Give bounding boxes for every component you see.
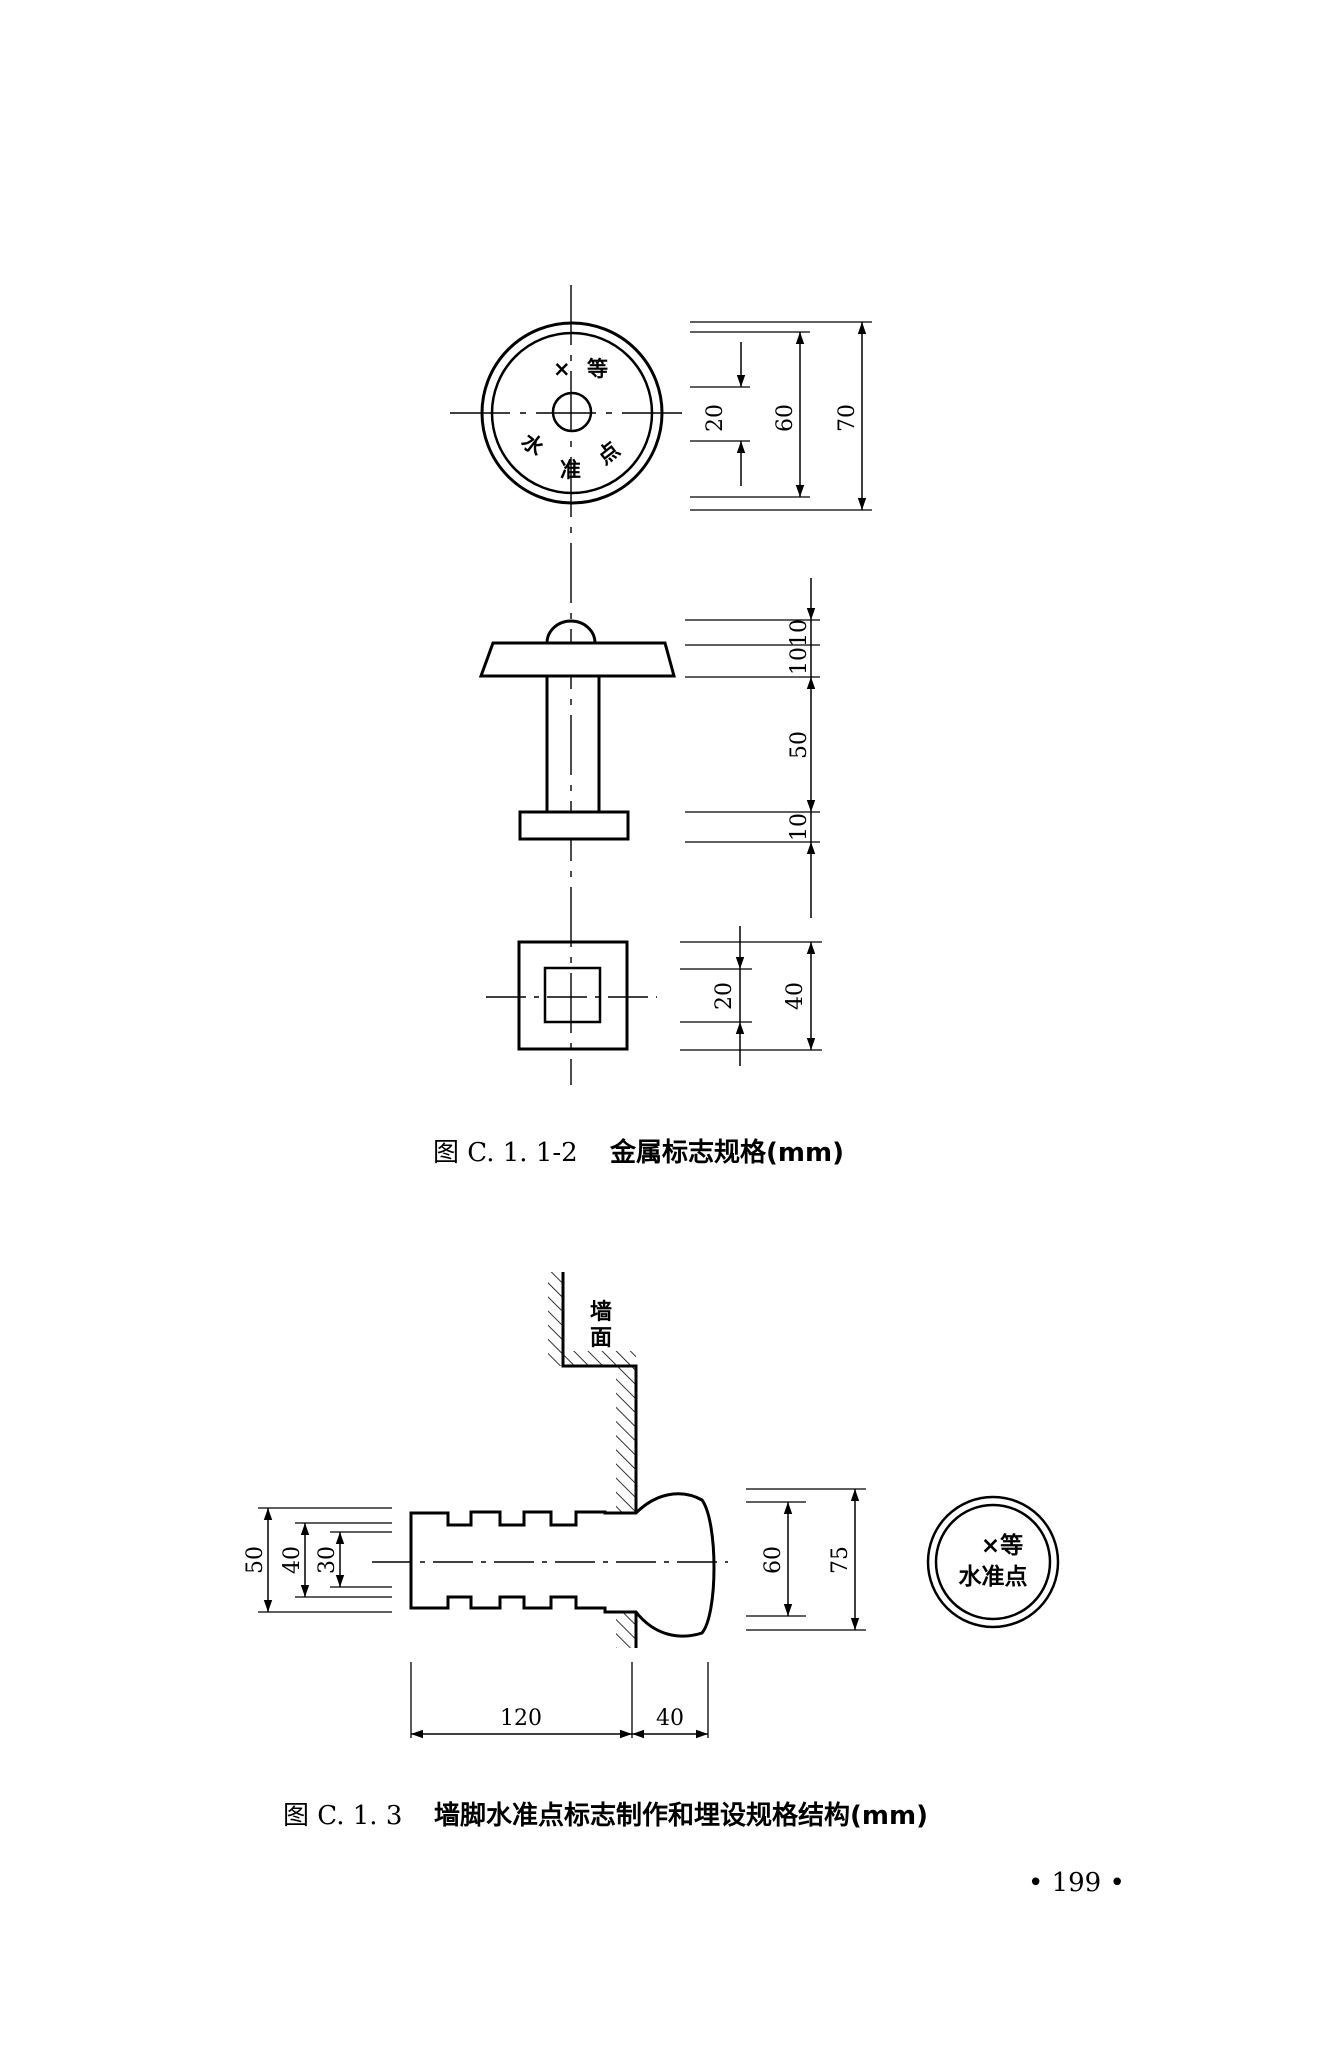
dim-label-20: 20	[703, 404, 728, 432]
extension-lines-right	[746, 1488, 866, 1631]
extension-lines-side	[685, 619, 820, 843]
inner-ring	[490, 331, 654, 495]
badge-line-1: ×等	[981, 1532, 1023, 1559]
bottom-view: 20 40	[486, 926, 822, 1066]
figure1-caption-number: 图 C. 1. 1-2	[433, 1138, 578, 1168]
dim-label-40-head: 40	[656, 1706, 684, 1731]
dim-label-base: 10	[787, 813, 812, 841]
top-view: × 等 水 准 点 20 60 70	[450, 321, 872, 511]
figure-wall-benchmark: 墙 面 50 40 30	[243, 1272, 1060, 1831]
figure2-caption-number: 图 C. 1. 3	[283, 1801, 402, 1831]
figure1-caption-title: 金属标志规格(mm)	[609, 1137, 844, 1168]
dim-label-120: 120	[500, 1706, 542, 1731]
center-hole	[551, 391, 593, 433]
dim-label-flange: 10	[787, 647, 812, 675]
dim-label-bottom-20: 20	[712, 982, 737, 1010]
side-view: 10 10 50 10	[478, 578, 820, 918]
badge-outer-ring	[926, 1495, 1060, 1629]
figure-metal-mark: × 等 水 准 点 20 60 70	[433, 285, 872, 1168]
dim-label-60-head: 60	[761, 1546, 786, 1574]
dim-label-40: 40	[280, 1546, 305, 1574]
dim-label-50: 50	[243, 1546, 268, 1574]
dome-cap	[545, 619, 597, 644]
wall-label-2: 面	[590, 1326, 612, 1351]
mark-char-3: 点	[593, 437, 624, 469]
outer-square	[517, 940, 629, 1051]
wall-surface	[561, 1272, 638, 1648]
extension-lines-left	[258, 1507, 392, 1613]
inner-square	[543, 966, 602, 1024]
mark-char-2: 准	[560, 458, 581, 482]
wall-label-1: 墙	[590, 1300, 612, 1325]
dim-label-bottom-40: 40	[783, 982, 808, 1010]
outer-ring	[480, 321, 664, 505]
dim-label-60: 60	[773, 404, 798, 432]
benchmark-rod	[409, 1492, 716, 1638]
base-plate	[518, 810, 630, 841]
badge-line-2: 水准点	[959, 1564, 1028, 1590]
flange	[478, 641, 676, 678]
badge-inner-ring	[934, 1503, 1052, 1621]
dim-label-cap: 10	[787, 619, 812, 647]
page-number: • 199 •	[1028, 1868, 1125, 1898]
dim-label-shaft: 50	[787, 731, 812, 759]
figure2-caption-title: 墙脚水准点标志制作和埋设规格结构(mm)	[434, 1800, 928, 1831]
dim-label-75-head: 75	[828, 1546, 853, 1574]
extension-lines-length	[410, 1662, 709, 1738]
extension-lines-top	[690, 321, 872, 511]
benchmark-badge: ×等 水准点	[926, 1495, 1060, 1629]
dim-label-30: 30	[315, 1546, 340, 1574]
mark-grade: 等	[587, 357, 608, 381]
mark-cross: ×	[553, 357, 571, 381]
dim-label-70: 70	[835, 404, 860, 432]
mark-char-1: 水	[517, 429, 549, 461]
